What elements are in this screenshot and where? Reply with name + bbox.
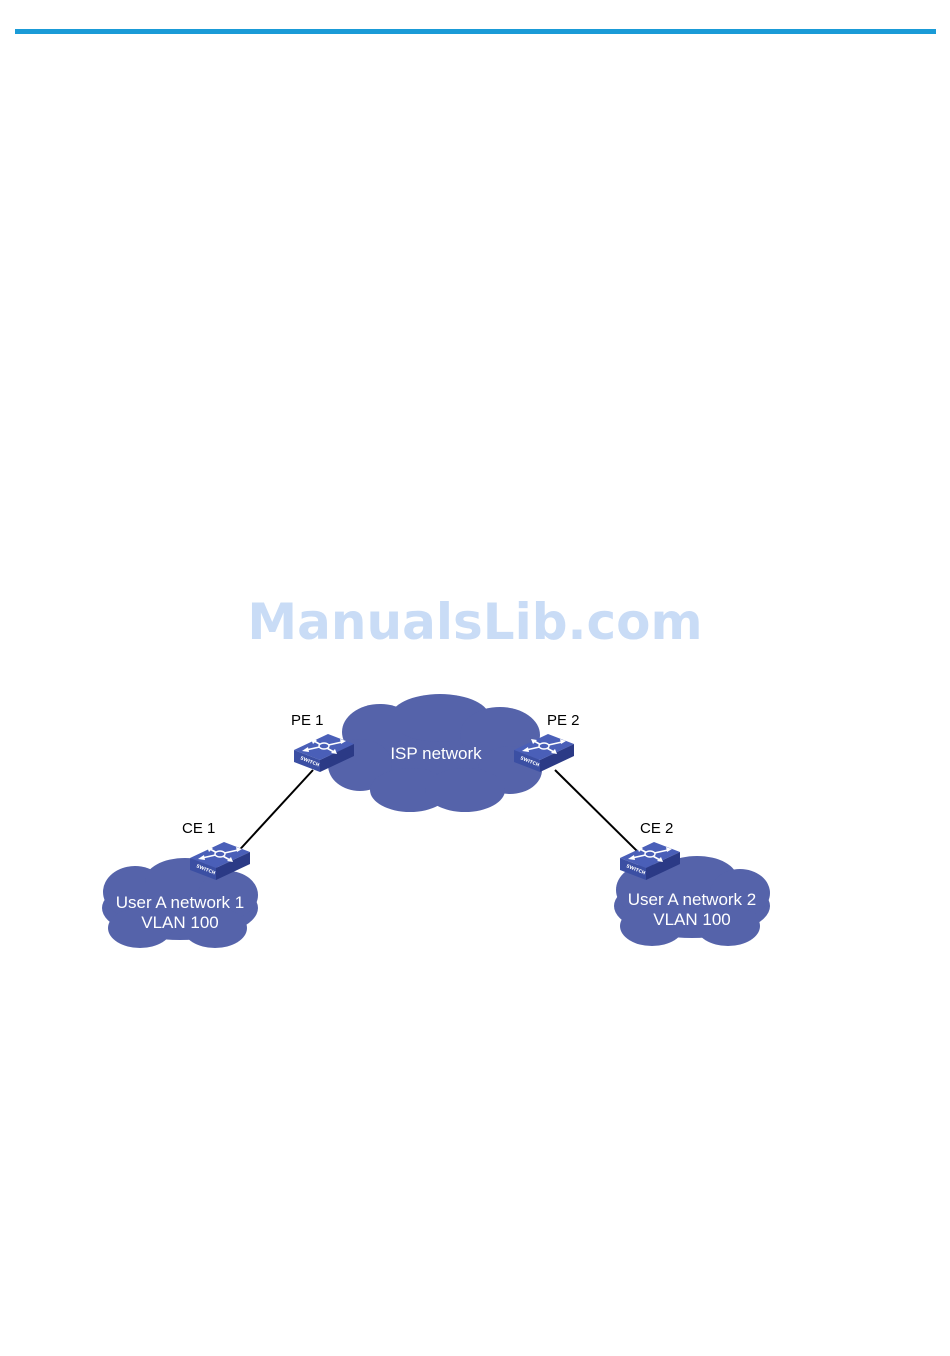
link-pe2-ce2 bbox=[555, 770, 638, 852]
ce2-label: CE 2 bbox=[640, 820, 673, 837]
user-a-network-2-label: User A network 2 bbox=[628, 890, 757, 909]
pe1-label: PE 1 bbox=[291, 712, 324, 729]
user-a-network-1-vlan: VLAN 100 bbox=[141, 913, 219, 932]
user-a-network-2-vlan: VLAN 100 bbox=[653, 910, 731, 929]
isp-network-label: ISP network bbox=[390, 744, 482, 763]
link-pe1-ce1 bbox=[233, 770, 313, 857]
user-a-network-1-label: User A network 1 bbox=[116, 893, 245, 912]
ce1-label: CE 1 bbox=[182, 820, 215, 837]
pe2-label: PE 2 bbox=[547, 712, 580, 729]
